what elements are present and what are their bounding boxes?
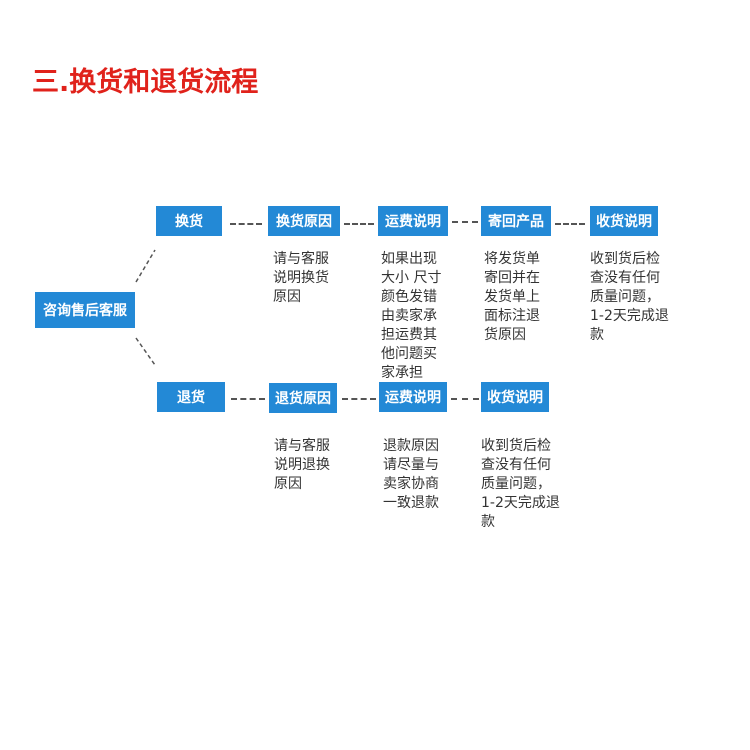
exchange-step-return: 寄回产品: [481, 206, 551, 236]
connector-dash: [342, 398, 376, 400]
refund-step-reason-label: 退货原因: [275, 391, 331, 407]
exchange-step-receipt-desc: 收到货后检 查没有任何 质量问题， 1-2天完成退 款: [590, 251, 669, 343]
refund-step-reason: 退货原因: [269, 383, 337, 413]
branch-node-refund: 退货: [157, 382, 225, 412]
connector-to-exchange: [135, 249, 156, 283]
page-title: 三.换货和退货流程: [32, 67, 259, 98]
exchange-step-return-label: 寄回产品: [488, 214, 544, 230]
connector-dash: [230, 223, 262, 225]
connector-dash: [555, 223, 585, 225]
refund-step-receipt: 收货说明: [481, 382, 549, 412]
refund-step-reason-desc: 请与客服 说明退换 原因: [274, 438, 330, 492]
refund-step-shipping-desc: 退款原因 请尽量与 卖家协商 一致退款: [383, 438, 439, 511]
connector-dash: [231, 398, 265, 400]
branch-node-exchange: 换货: [156, 206, 222, 236]
refund-step-receipt-desc: 收到货后检 查没有任何 质量问题， 1-2天完成退 款: [481, 438, 560, 530]
exchange-step-receipt: 收货说明: [590, 206, 658, 236]
exchange-step-return-desc: 将发货单 寄回并在 发货单上 面标注退 货原因: [484, 251, 540, 343]
exchange-step-shipping-label: 运费说明: [385, 214, 441, 230]
connector-to-refund: [135, 337, 156, 366]
root-node-customer-service: 咨询售后客服: [35, 292, 135, 328]
connector-dash: [452, 221, 478, 223]
refund-step-receipt-label: 收货说明: [487, 390, 543, 406]
exchange-step-shipping: 运费说明: [378, 206, 448, 236]
exchange-step-reason-desc: 请与客服 说明换货 原因: [273, 251, 329, 305]
exchange-step-receipt-label: 收货说明: [596, 214, 652, 230]
branch-exchange-label: 换货: [175, 214, 203, 230]
exchange-step-reason-label: 换货原因: [276, 214, 332, 230]
refund-step-shipping-label: 运费说明: [385, 390, 441, 406]
refund-step-shipping: 运费说明: [379, 382, 447, 412]
exchange-step-shipping-desc: 如果出现 大小 尺寸 颜色发错 由卖家承 担运费其 他问题买 家承担: [381, 251, 442, 381]
connector-dash: [344, 223, 374, 225]
branch-refund-label: 退货: [177, 390, 205, 406]
root-node-label: 咨询售后客服: [43, 303, 127, 319]
connector-dash: [451, 398, 479, 400]
exchange-step-reason: 换货原因: [268, 206, 340, 236]
